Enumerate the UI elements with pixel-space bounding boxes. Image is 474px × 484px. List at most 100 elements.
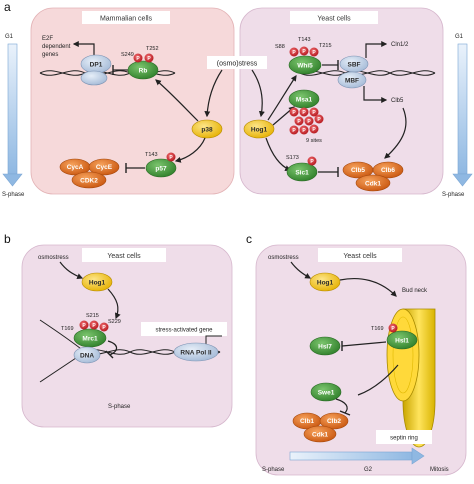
hog1-label-c: Hog1 [317, 280, 334, 287]
whi5-phospho-3 [309, 47, 319, 57]
g1-label-right: G1 [455, 34, 464, 40]
mitosis-label: Mitosis [430, 467, 449, 473]
sphase-label-b: S-phase [108, 404, 131, 410]
whi5-phospho-1 [289, 47, 299, 57]
septin-box [376, 430, 432, 444]
p38-label: p38 [201, 127, 213, 134]
rb-phospho-t252 [144, 53, 154, 63]
mrc1-inhibits-fork [107, 340, 118, 356]
sic1-phospho-s173 [307, 156, 317, 166]
panel-label-a: a [4, 0, 11, 14]
swe1-cdk1-bar [339, 410, 351, 416]
hog1-to-sic1-arrow [265, 137, 292, 171]
p-label: P [102, 325, 106, 331]
s88-label: S88 [275, 44, 285, 50]
cdk1-label-c: Cdk1 [312, 432, 328, 439]
sphase-label-right: S-phase [442, 192, 465, 198]
t215-label: T215 [319, 43, 332, 49]
mammalian-header: Mammalian cells [100, 16, 153, 23]
nine-sites-label: 9 sites [306, 138, 322, 144]
sphase-label-c: S-phase [262, 467, 285, 473]
whi5-phospho-2 [299, 46, 309, 56]
p-label: P [310, 159, 314, 165]
stress-to-p38-arrow [204, 69, 223, 118]
mammalian-cell [30, 7, 235, 195]
hog1-to-hsl1-arrow [339, 277, 397, 297]
mbf-protein [337, 71, 367, 89]
s229-label: S229 [108, 319, 121, 325]
mammalian-header-box [82, 11, 170, 24]
bud-neck-label: Bud neck [402, 288, 428, 294]
stress-gene-label: stress-activated gene [155, 328, 213, 334]
p-label: P [169, 155, 173, 161]
clb2-label: Clb2 [327, 418, 341, 425]
clb5-target-label: Clb5 [391, 98, 404, 104]
g1-label-left: G1 [5, 34, 14, 40]
hog1-label-b: Hog1 [89, 280, 106, 287]
cdk1-label-a: Cdk1 [365, 181, 381, 188]
clb5-expression-arrow [384, 107, 407, 159]
sbf-label: SBF [348, 62, 361, 69]
p-label: P [302, 49, 306, 55]
clb2-protein [319, 412, 349, 430]
hog1-protein-a [243, 119, 275, 139]
osmostress-label-b: osmostress [38, 255, 69, 261]
hog1-to-whi5-arrow [267, 75, 297, 121]
sic1-protein [286, 162, 318, 182]
cyca-label: CycA [67, 164, 84, 171]
rna-pol-ii [173, 342, 219, 362]
osmostress-to-hog1-arrow-c [290, 261, 312, 279]
cdk1-protein-c [303, 425, 337, 443]
cdk2-label: CDK2 [80, 178, 98, 185]
osmostress-to-hog1-arrow-b [59, 261, 84, 280]
p-label: P [312, 127, 316, 133]
panel-label-c: c [246, 232, 252, 246]
swe1-inhibits-cdk1 [335, 398, 348, 414]
p-label: P [302, 110, 306, 116]
mrc1-label: Mrc1 [82, 336, 98, 343]
osmostress-label-c: osmostress [268, 255, 299, 261]
p-label: P [292, 128, 296, 134]
t169-label-c: T169 [371, 326, 384, 332]
clb5-label: Clb5 [351, 167, 365, 174]
dna-polymerase [73, 346, 101, 364]
t252-label: T252 [146, 46, 159, 52]
cyce-protein [88, 158, 120, 176]
hsl7-protein [309, 336, 341, 356]
e2f-genes-label-2: dependent [42, 44, 71, 50]
hsl1-protein [386, 330, 418, 350]
septin-label: septin ring [390, 436, 418, 442]
hsl7-label: Hsl7 [318, 344, 332, 351]
cdk2-protein [71, 171, 107, 189]
stress-gene-promoter [205, 335, 222, 344]
hog1-to-mrc1-arrow [107, 288, 121, 320]
msa1-phospho-cluster [289, 107, 324, 135]
rb-phospho-s249 [133, 53, 143, 63]
sbf-to-cln-arrow [365, 41, 388, 58]
yeast-header-a: Yeast cells [317, 16, 351, 23]
p-label: P [297, 119, 301, 125]
p-label: P [82, 323, 86, 329]
g1-to-s-arrow-left [2, 43, 23, 187]
e2f-protein [80, 70, 108, 86]
g1-to-s-arrow-right [452, 43, 473, 187]
p-label: P [307, 119, 311, 125]
msa1-label: Msa1 [296, 97, 313, 104]
p38-to-rb-arrow [155, 79, 199, 122]
p-label: P [391, 326, 395, 332]
mrc1-phospho-t169 [79, 320, 89, 330]
mbf-to-clb5-arrow [363, 86, 388, 103]
dna-label: DNA [80, 353, 94, 360]
yeast-header-box-a [290, 11, 378, 24]
cdk1-protein-a [355, 174, 391, 192]
sic1-label: Sic1 [295, 170, 309, 177]
cln12-label: Cln1/2 [391, 42, 409, 48]
hsl1-to-swe1-line [357, 364, 399, 396]
hog1-label-a: Hog1 [251, 127, 268, 134]
p57-phospho-t143 [166, 152, 176, 162]
p-label: P [147, 56, 151, 62]
g2-label: G2 [364, 467, 373, 473]
p-label: P [292, 50, 296, 56]
p-label: P [302, 128, 306, 134]
